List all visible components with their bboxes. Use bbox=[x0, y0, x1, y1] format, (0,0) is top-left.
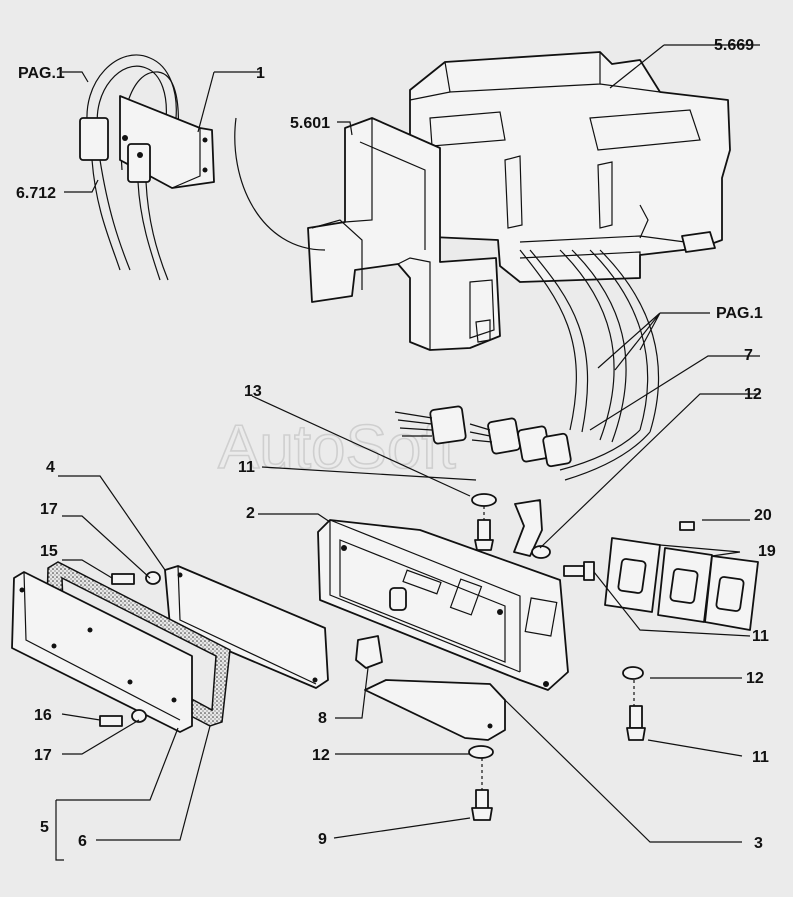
label-20: 20 bbox=[754, 507, 772, 524]
label-15: 15 bbox=[40, 543, 58, 560]
label-1: 1 bbox=[256, 65, 265, 82]
label-6712: 6.712 bbox=[16, 185, 56, 202]
label-12-top: 12 bbox=[744, 386, 762, 403]
label-12-mid: 12 bbox=[746, 670, 764, 687]
hardware-parts bbox=[99, 493, 695, 821]
label-7: 7 bbox=[744, 347, 753, 364]
panel-frame-part bbox=[317, 519, 569, 691]
label-13: 13 bbox=[244, 383, 262, 400]
label-pag1-right: PAG.1 bbox=[716, 305, 763, 322]
label-17-top: 17 bbox=[40, 501, 58, 518]
label-2: 2 bbox=[246, 505, 255, 522]
label-11-top: 11 bbox=[238, 459, 255, 476]
label-5: 5 bbox=[40, 819, 49, 836]
connector-cluster bbox=[394, 405, 572, 468]
label-8: 8 bbox=[318, 710, 327, 727]
label-4: 4 bbox=[46, 459, 55, 476]
label-17-bottom: 17 bbox=[34, 747, 52, 764]
heater-box-part bbox=[409, 51, 731, 283]
label-6: 6 bbox=[78, 833, 87, 850]
cover-plate-part bbox=[364, 679, 506, 741]
detail-callout-line bbox=[234, 117, 326, 251]
switch-assembly-part bbox=[79, 54, 215, 281]
wiring-harness-part bbox=[394, 249, 660, 481]
label-11-mid: 11 bbox=[752, 628, 769, 645]
label-11-bottom: 11 bbox=[752, 749, 769, 766]
callout-labels: 5.669 5.601 PAG.1 1 6.712 PAG.1 7 12 13 … bbox=[16, 37, 776, 852]
switch-plates-part bbox=[604, 537, 759, 631]
front-panel-part bbox=[11, 571, 193, 733]
mounting-bracket-part bbox=[307, 117, 501, 351]
label-3: 3 bbox=[754, 835, 763, 852]
label-5601: 5.601 bbox=[290, 115, 330, 132]
label-12-bottom: 12 bbox=[312, 747, 330, 764]
label-16: 16 bbox=[34, 707, 52, 724]
label-pag1-top: PAG.1 bbox=[18, 65, 65, 82]
leader-lines bbox=[55, 44, 760, 861]
label-19: 19 bbox=[758, 543, 776, 560]
label-9: 9 bbox=[318, 831, 327, 848]
label-5669: 5.669 bbox=[714, 37, 754, 54]
